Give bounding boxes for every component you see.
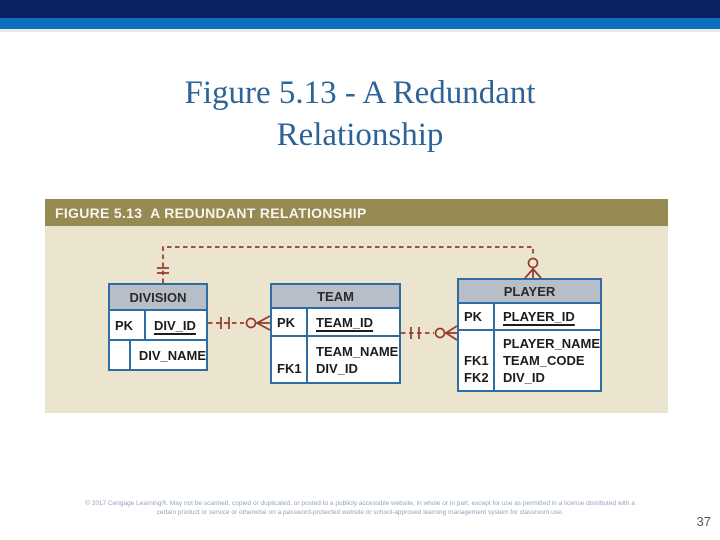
key-label: FK1 [464,353,489,368]
table-row: PK PLAYER_ID [459,304,600,331]
entity-table-player: PLAYER PK PLAYER_ID FK1 FK2 PLAYER_NAME [457,278,602,392]
entity-name: DIVISION [129,289,187,305]
field-name: DIV_ID [316,360,358,376]
field-cell: TEAM_ID [308,309,399,335]
top-banner-divider [0,29,720,32]
slide-title-line-2: Relationship [276,117,444,153]
entity-title-division: DIVISION [110,285,206,311]
copyright-notice: © 2017 Cengage Learning®. May not be sca… [30,500,690,517]
pk-label: PK [115,317,134,333]
key-cell: FK1 [272,337,308,382]
top-banner-navy [0,0,720,18]
slide-title-line-1: Figure 5.13 - A Redundant [184,75,536,111]
entity-name: TEAM [317,288,354,304]
field-name: PLAYER_ID [503,309,575,324]
figure-caption-bar: FIGURE 5.13 A REDUNDANT RELATIONSHIP [45,199,668,226]
field-cell: PLAYER_ID [495,304,600,329]
pk-label: PK [277,314,296,330]
entity-table-division: DIVISION PK DIV_ID DIV_NAME [108,283,208,371]
entity-title-team: TEAM [272,285,399,309]
copyright-line-1: © 2017 Cengage Learning®. May not be sca… [85,500,635,507]
key-cell [110,341,131,369]
field-cell: TEAM_NAME DIV_ID [308,337,399,382]
field-name: DIV_ID [154,317,196,333]
slide-title: Figure 5.13 - A Redundant Relationship [0,72,720,156]
table-row: DIV_NAME [110,341,206,369]
key-cell: PK [110,311,146,339]
table-row: PK TEAM_ID [272,309,399,337]
key-cell: FK1 FK2 [459,331,495,390]
field-cell: PLAYER_NAME TEAM_CODE DIV_ID [495,331,600,390]
field-name: DIV_ID [502,370,545,385]
table-row: PK DIV_ID [110,311,206,341]
key-label [464,335,493,352]
relationship-division-team [208,315,271,331]
field-name: TEAM_CODE [502,353,585,368]
key-label: FK1 [277,360,302,376]
table-row: FK1 FK2 PLAYER_NAME TEAM_CODE DIV_ID [459,331,600,390]
field-cell: DIV_NAME [131,341,206,369]
field-cell: DIV_ID [146,311,206,339]
top-banner-blue [0,18,720,29]
key-label [277,343,306,360]
key-label: FK2 [464,370,489,385]
page-number: 37 [696,514,711,529]
entity-name: PLAYER [503,283,556,299]
field-name: PLAYER_NAME [502,336,600,351]
figure-image: FIGURE 5.13 A REDUNDANT RELATIONSHIP [45,199,668,413]
key-cell: PK [272,309,308,335]
relationship-lines [157,246,542,341]
relationship-team-player [401,325,458,341]
entity-table-team: TEAM PK TEAM_ID FK1 TEAM_NAME DIV_ID [270,283,401,384]
field-name: DIV_NAME [138,347,206,363]
field-name: TEAM_ID [316,314,374,330]
entity-title-player: PLAYER [459,280,600,304]
key-cell: PK [459,304,495,329]
figure-caption-text: FIGURE 5.13 A REDUNDANT RELATIONSHIP [55,204,367,221]
field-name: TEAM_NAME [316,343,399,359]
relationship-division-player-redundant [157,246,542,283]
table-row: FK1 TEAM_NAME DIV_ID [272,337,399,382]
er-diagram: DIVISION PK DIV_ID DIV_NAME [45,226,668,413]
pk-label: PK [464,309,483,324]
copyright-line-2: certain product or service or otherwise … [156,508,564,516]
